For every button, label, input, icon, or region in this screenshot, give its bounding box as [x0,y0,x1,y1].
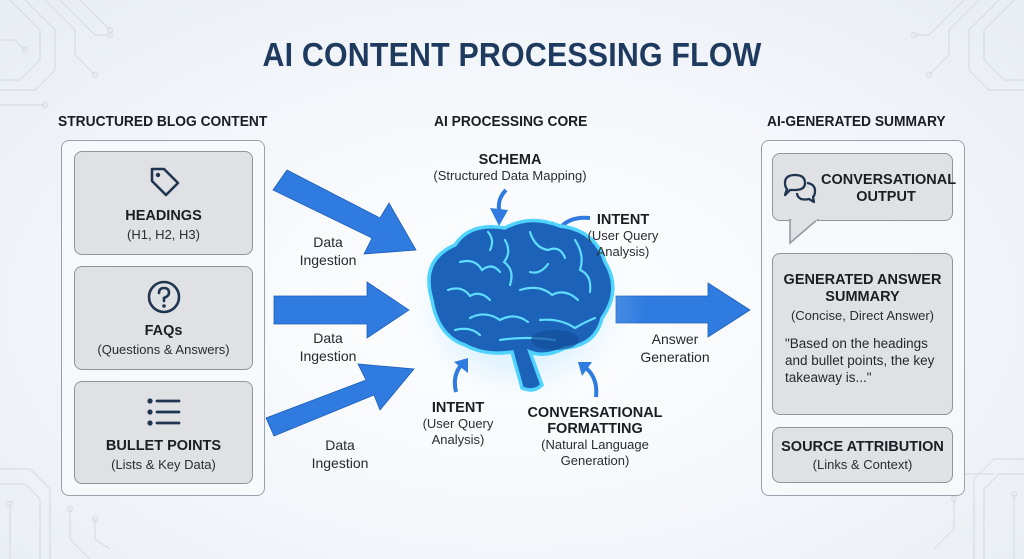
formatting-label: CONVERSATIONAL FORMATTING (Natural Langu… [520,405,670,469]
label-subtitle: (Natural Language [541,437,649,452]
label-line: Data [313,234,343,250]
bullet-list-icon [146,398,180,426]
schema-curved-arrow [490,188,508,226]
column-heading-core: AI PROCESSING CORE [434,113,588,130]
label-line: Generation [640,349,710,365]
quote-line: takeaway is..." [785,370,872,385]
card-subtitle: (H1, H2, H3) [127,227,200,242]
label-title: CONVERSATIONAL [527,405,663,421]
intent-bottom-curved-arrow [452,358,468,393]
chat-bubbles-icon [783,173,817,204]
label-line: Ingestion [299,252,357,268]
output-card-answer-summary: GENERATED ANSWER SUMMARY (Concise, Direc… [772,253,953,415]
ingestion-label-top: Data Ingestion [288,233,368,269]
ingestion-arrow-middle [273,281,410,339]
quote-line: "Based on the headings [785,336,928,351]
card-title: FAQs [144,323,183,339]
ingestion-arrow-bottom [265,363,415,437]
formatting-curved-arrow [578,362,599,398]
input-card-headings: HEADINGS (H1, H2, H3) [74,151,253,255]
page-title: AI CONTENT PROCESSING FLOW [262,36,762,73]
output-card-conversational: CONVERSATIONAL OUTPUT [772,153,957,221]
question-circle-icon [147,280,180,314]
output-card-source-attribution: SOURCE ATTRIBUTION (Links & Context) [772,427,953,483]
intent-label-top: INTENT (User Query Analysis) [578,212,668,260]
quote-line: and bullet points, the key [785,353,935,368]
card-title: CONVERSATIONAL [821,172,957,188]
answer-quote: "Based on the headings and bullet points… [785,335,952,386]
column-heading-input: STRUCTURED BLOG CONTENT [58,113,268,130]
label-subtitle: (Structured Data Mapping) [433,168,587,183]
label-line: Ingestion [311,455,369,471]
card-title: OUTPUT [856,189,916,205]
brain-icon [427,218,615,392]
schema-label: SCHEMA (Structured Data Mapping) [420,152,600,184]
card-subtitle: (Concise, Direct Answer) [790,308,935,323]
label-subtitle: (User Query [587,228,659,243]
generation-label: Answer Generation [630,330,720,366]
ingestion-label-bottom: Data Ingestion [300,436,380,472]
label-subtitle: Analysis) [596,244,650,259]
ingestion-label-middle: Data Ingestion [288,329,368,365]
label-title: INTENT [431,400,485,416]
label-line: Data [325,437,355,453]
speech-bubble-tail [789,219,820,245]
card-title: SUMMARY [825,289,900,305]
label-line: Answer [651,331,699,347]
card-title: BULLET POINTS [105,438,222,454]
card-subtitle: (Questions & Answers) [97,342,230,357]
input-card-bullet-points: BULLET POINTS (Lists & Key Data) [74,381,253,484]
intent-label-bottom: INTENT (User Query Analysis) [413,400,503,448]
label-subtitle: Analysis) [431,432,485,447]
label-title: SCHEMA [478,152,542,168]
ingestion-arrow-top [272,169,417,255]
column-heading-output: AI-GENERATED SUMMARY [767,113,946,130]
card-title: HEADINGS [125,208,202,224]
input-card-faqs: FAQs (Questions & Answers) [74,266,253,370]
card-subtitle: (Lists & Key Data) [111,457,216,472]
card-subtitle: (Links & Context) [812,457,913,472]
label-line: Data [313,330,343,346]
label-title: INTENT [596,212,650,228]
label-title: FORMATTING [547,421,643,437]
card-title: SOURCE ATTRIBUTION [781,439,944,455]
tag-icon [150,167,179,197]
card-title: GENERATED ANSWER [783,272,942,288]
label-subtitle: (User Query [422,416,494,431]
label-line: Ingestion [299,348,357,364]
label-subtitle: Generation) [560,453,630,468]
